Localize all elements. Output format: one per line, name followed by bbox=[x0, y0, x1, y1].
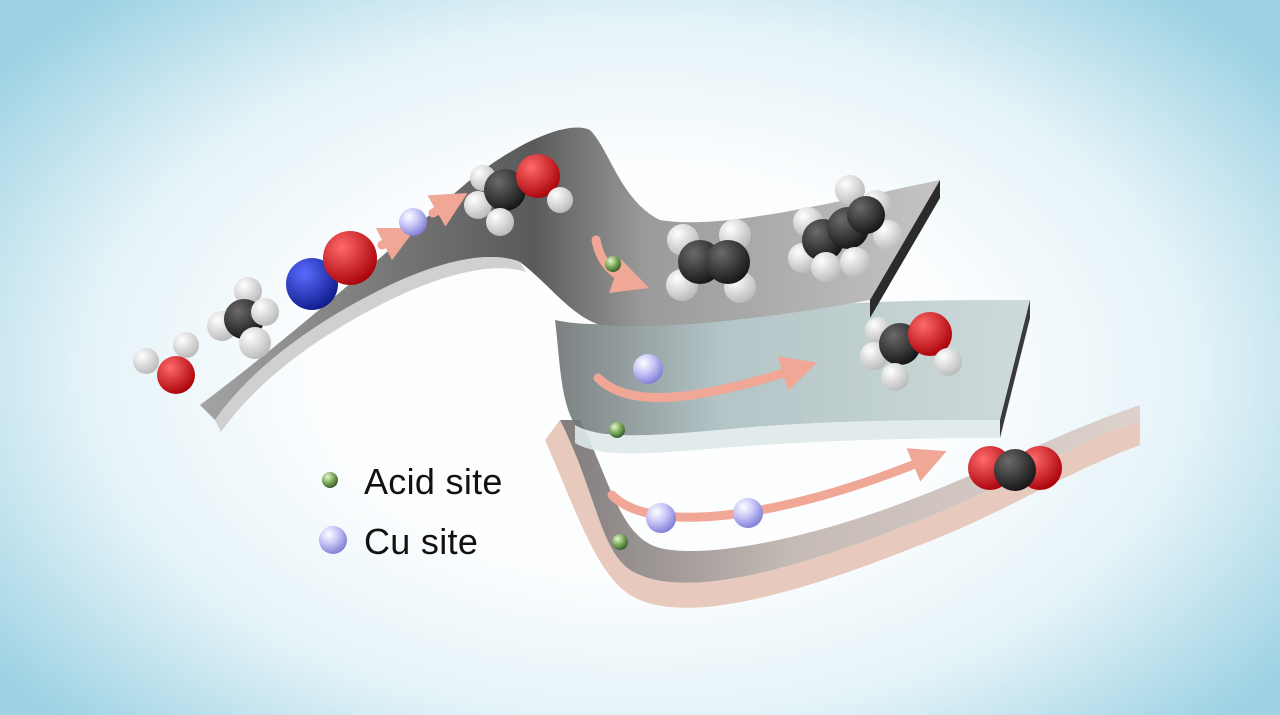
acid-site-1 bbox=[605, 256, 621, 272]
cu-site-1 bbox=[399, 208, 427, 236]
propylene-molecule bbox=[788, 175, 903, 282]
arrow-2 bbox=[427, 192, 468, 227]
ethylene-molecule bbox=[666, 219, 756, 303]
legend-label: Cu site bbox=[364, 521, 479, 562]
methanol-molecule-middle bbox=[860, 312, 962, 391]
acid-sites bbox=[605, 256, 628, 550]
legend-item-cu-site: Cu site bbox=[318, 512, 503, 572]
cu-site-3 bbox=[646, 503, 676, 533]
nitric-oxide-molecule bbox=[286, 231, 377, 310]
cu-site-4 bbox=[733, 498, 763, 528]
acid-site-marker-icon bbox=[318, 468, 364, 497]
cu-sites bbox=[399, 208, 763, 533]
water-molecule bbox=[133, 332, 199, 394]
cu-site-marker-icon bbox=[318, 523, 364, 562]
cu-site-2 bbox=[633, 354, 663, 384]
arrow-5 bbox=[607, 448, 947, 522]
top-sheet bbox=[200, 127, 940, 432]
carbon-dioxide-molecule bbox=[968, 446, 1062, 491]
legend-label: Acid site bbox=[364, 461, 503, 502]
arrow-4 bbox=[593, 356, 818, 403]
legend-item-acid-site: Acid site bbox=[318, 452, 503, 512]
legend: Acid site Cu site bbox=[318, 452, 503, 572]
acid-site-2 bbox=[609, 422, 625, 438]
methane-molecule bbox=[207, 277, 279, 359]
lower-sheet bbox=[545, 405, 1140, 608]
methanol-molecule-top bbox=[464, 154, 573, 236]
acid-site-3 bbox=[612, 534, 628, 550]
arrow-1 bbox=[375, 227, 417, 261]
